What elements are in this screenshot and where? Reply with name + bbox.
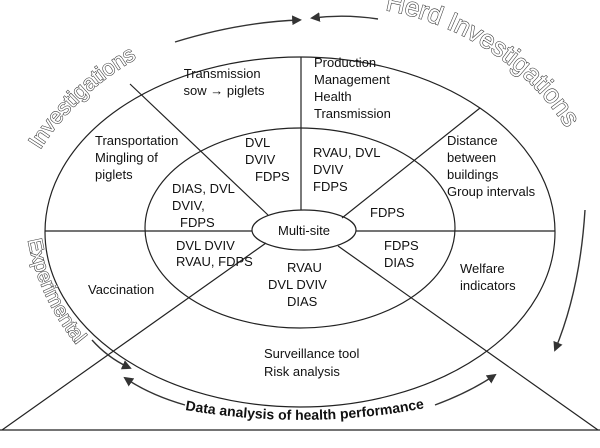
outer-upper-right: Distance between buildings Group interva… (447, 133, 536, 199)
label-experimental: Experimental (23, 236, 90, 347)
divider-diag-bottom-left (1, 242, 267, 431)
label-data-analysis: Data analysis of health performance (185, 395, 426, 423)
arrow-top-right (310, 12, 379, 22)
inner-lower-right: FDPS DIAS (384, 238, 422, 270)
inner-left: DIAS, DVL DVIV, FDPS (172, 181, 238, 230)
arrow-bottom-right (434, 373, 497, 406)
inner-right: FDPS (370, 205, 405, 220)
arrow-left (91, 339, 132, 370)
center-label: Multi-site (278, 223, 330, 238)
outer-top-right: Production Management Health Transmissio… (314, 55, 394, 121)
inner-top-left: DVL DVIV FDPS (245, 135, 290, 184)
divider-diag-bottom-right (337, 245, 599, 431)
inner-ellipse (144, 127, 456, 329)
outer-lower-right: Welfare indicators (460, 261, 516, 293)
outer-bottom: Surveillance tool Risk analysis (264, 346, 363, 379)
outer-ellipse (44, 56, 556, 408)
outer-top-left: Transmission sow → piglets (184, 66, 265, 98)
inner-lower-left: DVL DVIV RVAU, FDPS (176, 238, 253, 269)
arrow-bottom-left (123, 376, 186, 406)
arrow-right (553, 209, 586, 352)
outer-upper-left: Transportation Mingling of piglets (95, 133, 182, 182)
center-ellipse (251, 209, 357, 251)
inner-bottom: RVAU DVL DVIV DIAS (268, 260, 330, 309)
inner-top-right: RVAU, DVL DVIV FDPS (313, 145, 384, 194)
divider-diag-top-left (129, 83, 269, 216)
arrow-top-left (174, 15, 302, 43)
outer-lower-left: Vaccination (88, 282, 154, 297)
divider-diag-top-right (341, 107, 481, 219)
